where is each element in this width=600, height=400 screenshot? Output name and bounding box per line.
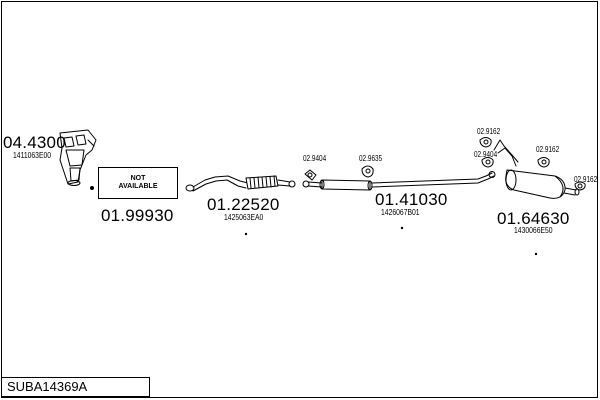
front-pipe-part [185, 175, 296, 192]
middle-silencer-part [302, 171, 496, 191]
manifold-part [59, 129, 97, 186]
middle-silencer-part-number: 01.41030 [375, 190, 448, 209]
mounting-label: 02.9635 [359, 154, 383, 163]
mounting-label: 02.9162 [574, 175, 598, 184]
rear-silencer-part-number: 01.64630 [497, 209, 570, 228]
front-pipe-part-number: 01.22520 [207, 195, 280, 214]
mounting-label: 02.9404 [303, 154, 327, 163]
manifold-part-number: 04.4300 [3, 133, 66, 152]
mounting-label: 02.9162 [477, 127, 501, 136]
kit-code-box: SUBA14369A [1, 377, 150, 397]
mounting-label: 02.9404 [474, 150, 498, 159]
kit-code: SUBA14369A [7, 379, 88, 394]
marker-dot [244, 232, 248, 236]
mounting-rubbers [304, 137, 586, 191]
manifold-ref: 1411063E00 [13, 151, 52, 160]
marker-dot [400, 226, 404, 230]
not-available-line1: NOT [130, 174, 146, 182]
mounting-label: 02.9162 [536, 145, 560, 154]
middle-silencer-ref: 1426067B01 [381, 208, 420, 217]
front-pipe-ref: 1425063EA0 [224, 213, 264, 222]
not-available-part-number: 01.99930 [101, 206, 174, 225]
rear-silencer-part [493, 139, 580, 199]
not-available-box: NOT AVAILABLE [98, 167, 178, 199]
clamp-dot [90, 186, 94, 190]
marker-dot [534, 252, 538, 256]
not-available-line2: AVAILABLE [118, 183, 158, 190]
rear-silencer-ref: 1430066E50 [514, 226, 553, 235]
